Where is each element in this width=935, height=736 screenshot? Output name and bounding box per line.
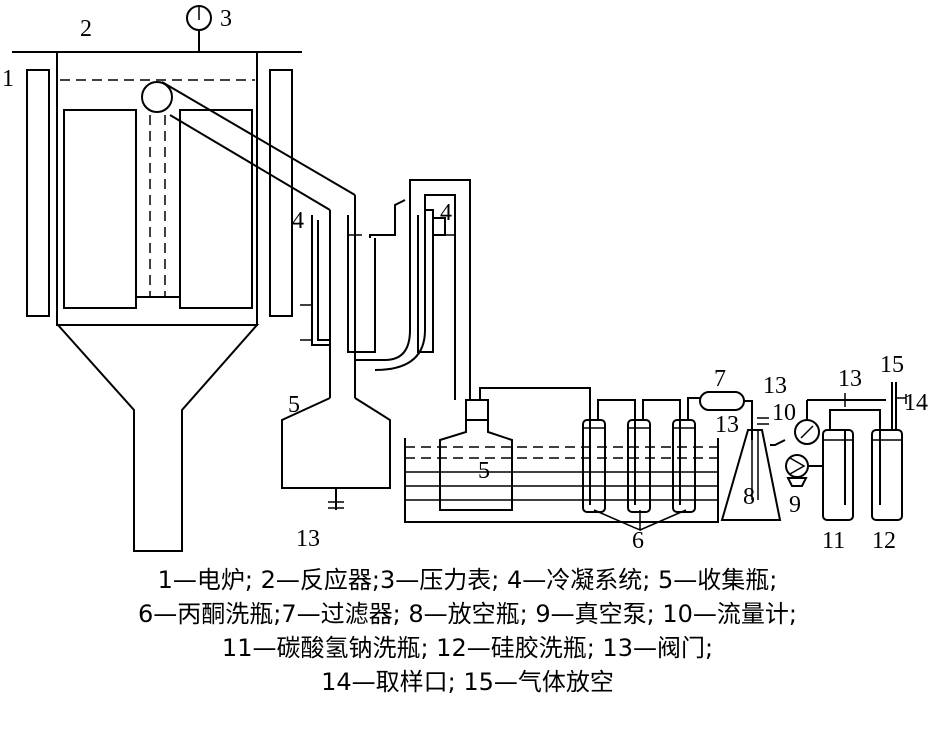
label-gas-vent: 15: [880, 352, 904, 378]
label-acetone-wash-bottles: 6: [632, 528, 644, 554]
bicarbonate-wash-bottle: [822, 409, 868, 521]
label-silica-wash-bottle: 12: [872, 528, 896, 554]
apparatus-diagram: 1 2 3 4 4 5 5 13 6 7 13 13 8 9 10 11 12 …: [2, 5, 928, 554]
label-bicarbonate-wash-bottle: 11: [822, 528, 845, 554]
label-valve-filter-b: 13: [715, 412, 739, 438]
label-electric-furnace: 1: [2, 66, 14, 92]
flowmeter: [794, 399, 886, 445]
label-vent-bottle: 8: [743, 484, 755, 510]
valve-collector: [328, 488, 344, 510]
condenser-system: [300, 179, 471, 400]
label-collection-bottle-upper: 5: [288, 392, 300, 418]
label-condenser-left: 4: [292, 208, 304, 234]
label-vacuum-pump: 9: [789, 492, 801, 518]
label-pressure-gauge: 3: [220, 6, 232, 32]
label-sample-port: 14: [904, 390, 928, 416]
label-flowmeter: 10: [772, 400, 796, 426]
label-collection-bottle-lower: 5: [478, 458, 490, 484]
legend-line-1: 1—电炉; 2—反应器;3—压力表; 4—冷凝系统; 5—收集瓶;: [157, 566, 778, 594]
label-reactor: 2: [80, 16, 92, 42]
label-condenser-right: 4: [440, 200, 452, 226]
acetone-wash-bottles: [479, 387, 700, 513]
vent-bottle: [720, 417, 786, 521]
label-filter: 7: [714, 366, 726, 392]
label-valve-line: 13: [838, 366, 862, 392]
filter: [699, 391, 753, 440]
legend-line-2: 6—丙酮洗瓶;7—过滤器; 8—放空瓶; 9—真空泵; 10—流量计;: [138, 600, 797, 628]
sample-port: [896, 394, 907, 404]
vacuum-pump: [785, 454, 822, 487]
pressure-gauge: [186, 5, 212, 52]
label-valve-filter-a: 13: [763, 373, 787, 399]
silica-wash-bottle: [868, 382, 903, 521]
water-bath: [404, 438, 719, 523]
legend-line-3: 11—碳酸氢钠洗瓶; 12—硅胶洗瓶; 13—阀门;: [221, 634, 714, 662]
collection-bottle-lower: [439, 399, 513, 511]
electric-furnace: [26, 69, 293, 317]
label-valve-collector: 13: [296, 526, 320, 552]
legend-line-4: 14—取样口; 15—气体放空: [321, 668, 614, 696]
figure-legend: 1—电炉; 2—反应器;3—压力表; 4—冷凝系统; 5—收集瓶; 6—丙酮洗瓶…: [0, 563, 935, 699]
reactor: [12, 51, 356, 552]
